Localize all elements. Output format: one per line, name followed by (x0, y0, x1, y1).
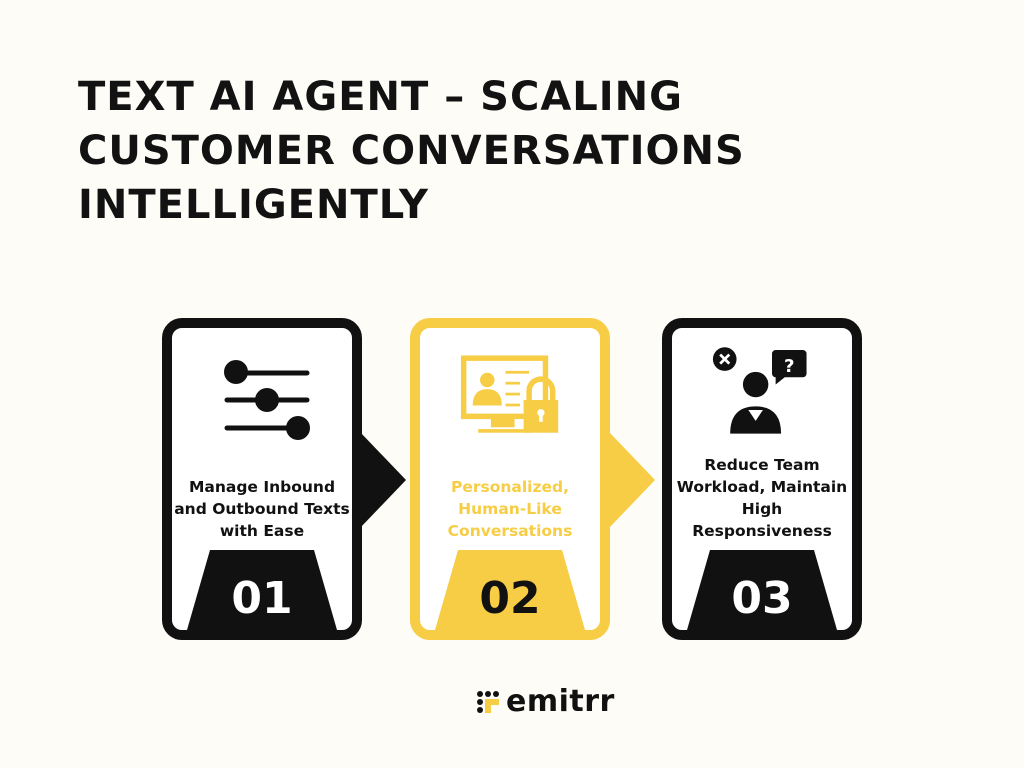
step-card-2: Personalized, Human-Like Conversations 0… (410, 318, 610, 640)
arrow-right-icon (609, 432, 655, 528)
logo-dots-icon (477, 690, 499, 713)
number-tab (435, 550, 585, 630)
step-number: 01 (231, 573, 293, 624)
step-text: Personalized, Human-Like Conversations (447, 478, 573, 540)
step-text: Manage Inbound and Outbound Texts with E… (174, 478, 350, 540)
number-tab (187, 550, 337, 630)
arrow-right-icon (360, 432, 406, 528)
sliders-icon (224, 360, 310, 440)
step-card-1: Manage Inbound and Outbound Texts with E… (162, 318, 362, 640)
step-card-3: ? Reduce Team Workload, Maintain High Re… (662, 318, 862, 640)
step-number: 02 (479, 573, 541, 624)
brand-name: emitrr (506, 684, 615, 719)
step-text: Reduce Team Workload, Maintain High Resp… (676, 456, 848, 540)
brand-logo: emitrr (476, 684, 615, 719)
svg-text:?: ? (784, 356, 795, 377)
support-agent-question-icon: ? (712, 347, 807, 434)
step-number: 03 (731, 573, 793, 624)
secure-profile-monitor-icon (460, 355, 559, 433)
number-tab (687, 550, 837, 630)
page-title: TEXT AI AGENT – SCALING CUSTOMER CONVERS… (78, 74, 745, 228)
